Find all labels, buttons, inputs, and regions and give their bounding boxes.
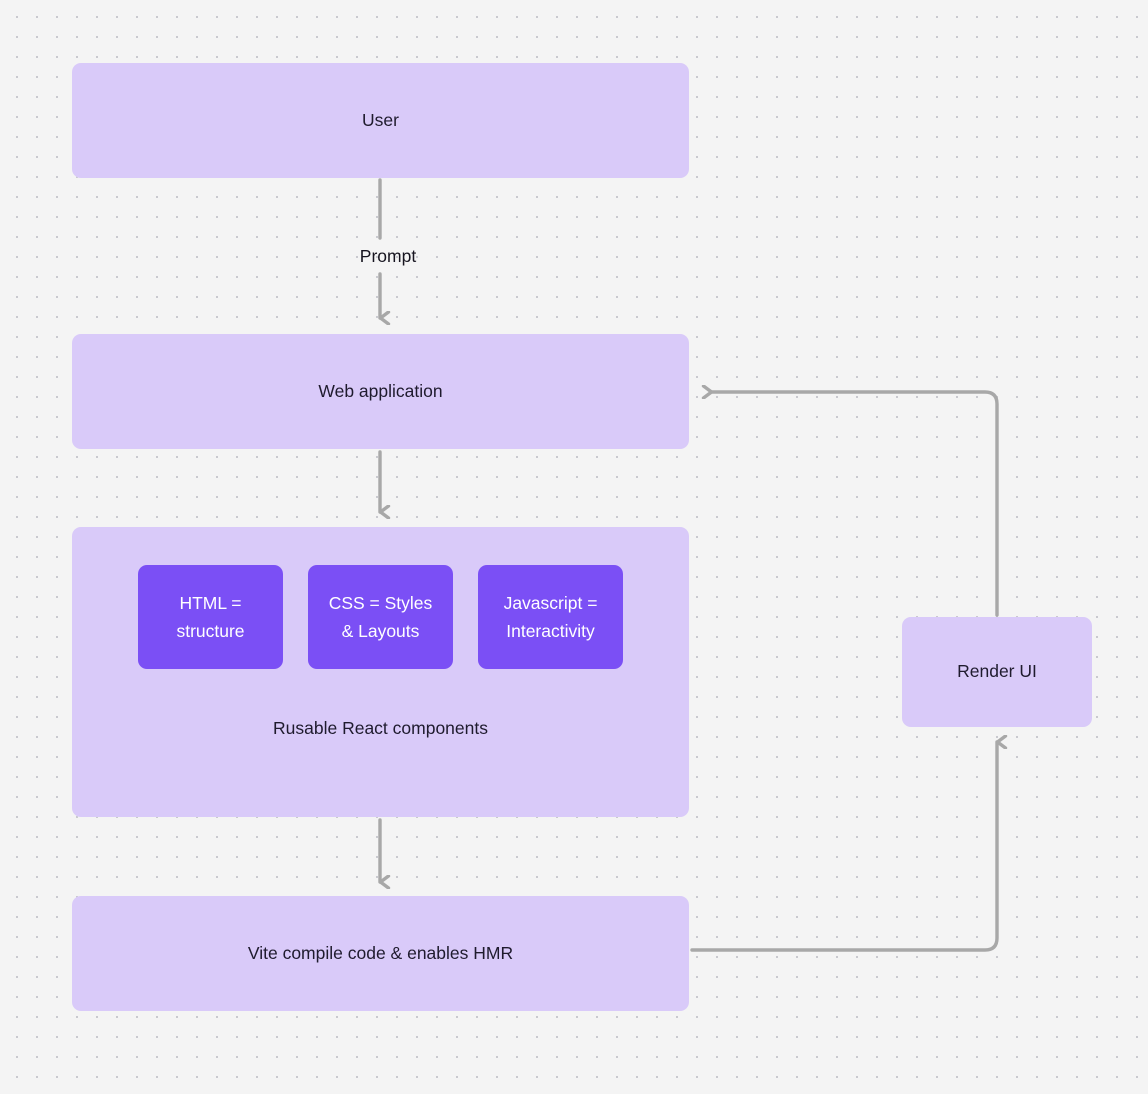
node-render-ui-label: Render UI (957, 661, 1037, 682)
edge-render-to-webapp (712, 392, 999, 617)
edge-vite-to-render (690, 742, 997, 952)
node-web-application-label: Web application (318, 380, 443, 401)
edge-label-prompt: Prompt (359, 246, 417, 266)
chip-html[interactable]: HTML = structure (138, 565, 283, 669)
react-chip-row: HTML = structure CSS = Styles & Layouts … (72, 565, 689, 669)
node-render-ui[interactable]: Render UI (902, 617, 1092, 727)
node-web-application[interactable]: Web application (72, 334, 689, 449)
chip-javascript[interactable]: Javascript = Interactivity (478, 565, 623, 669)
node-react-components[interactable]: HTML = structure CSS = Styles & Layouts … (72, 527, 689, 817)
react-components-caption: Rusable React components (273, 718, 488, 738)
chip-css[interactable]: CSS = Styles & Layouts (308, 565, 453, 669)
node-user-label: User (362, 109, 399, 130)
node-user[interactable]: User (72, 63, 689, 178)
node-vite[interactable]: Vite compile code & enables HMR (72, 896, 689, 1011)
chip-html-label: HTML = structure (176, 592, 245, 641)
chip-css-label: CSS = Styles & Layouts (328, 592, 433, 641)
chip-javascript-label: Javascript = Interactivity (503, 592, 598, 641)
node-vite-label: Vite compile code & enables HMR (247, 942, 514, 963)
